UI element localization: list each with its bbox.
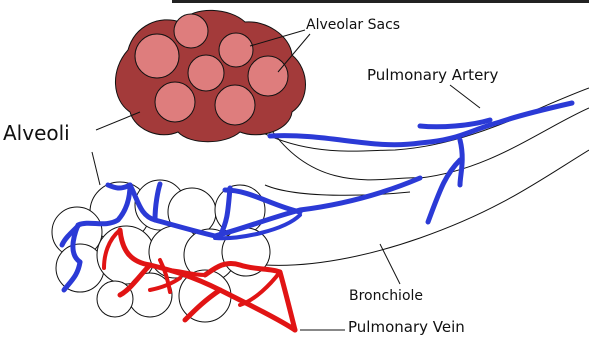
sac-cell <box>155 82 195 122</box>
pulmonary-artery-label: Pulmonary Artery <box>367 68 498 83</box>
sac-cell <box>219 33 253 67</box>
pulmonary-vein-label: Pulmonary Vein <box>348 320 465 335</box>
leader-line <box>450 85 480 108</box>
sac-cell <box>215 85 255 125</box>
sac-cell <box>188 55 224 91</box>
sac-cell <box>174 14 208 48</box>
leader-line <box>96 112 140 130</box>
top-border <box>172 0 589 3</box>
leader-line <box>380 244 400 284</box>
bronchiole-label: Bronchiole <box>349 289 423 303</box>
leader-line <box>92 152 100 185</box>
sac-cell <box>135 34 179 78</box>
alveoli-label: Alveoli <box>3 123 70 143</box>
alveolar-sacs-label: Alveolar Sacs <box>306 18 400 32</box>
sac-cell <box>248 56 288 96</box>
